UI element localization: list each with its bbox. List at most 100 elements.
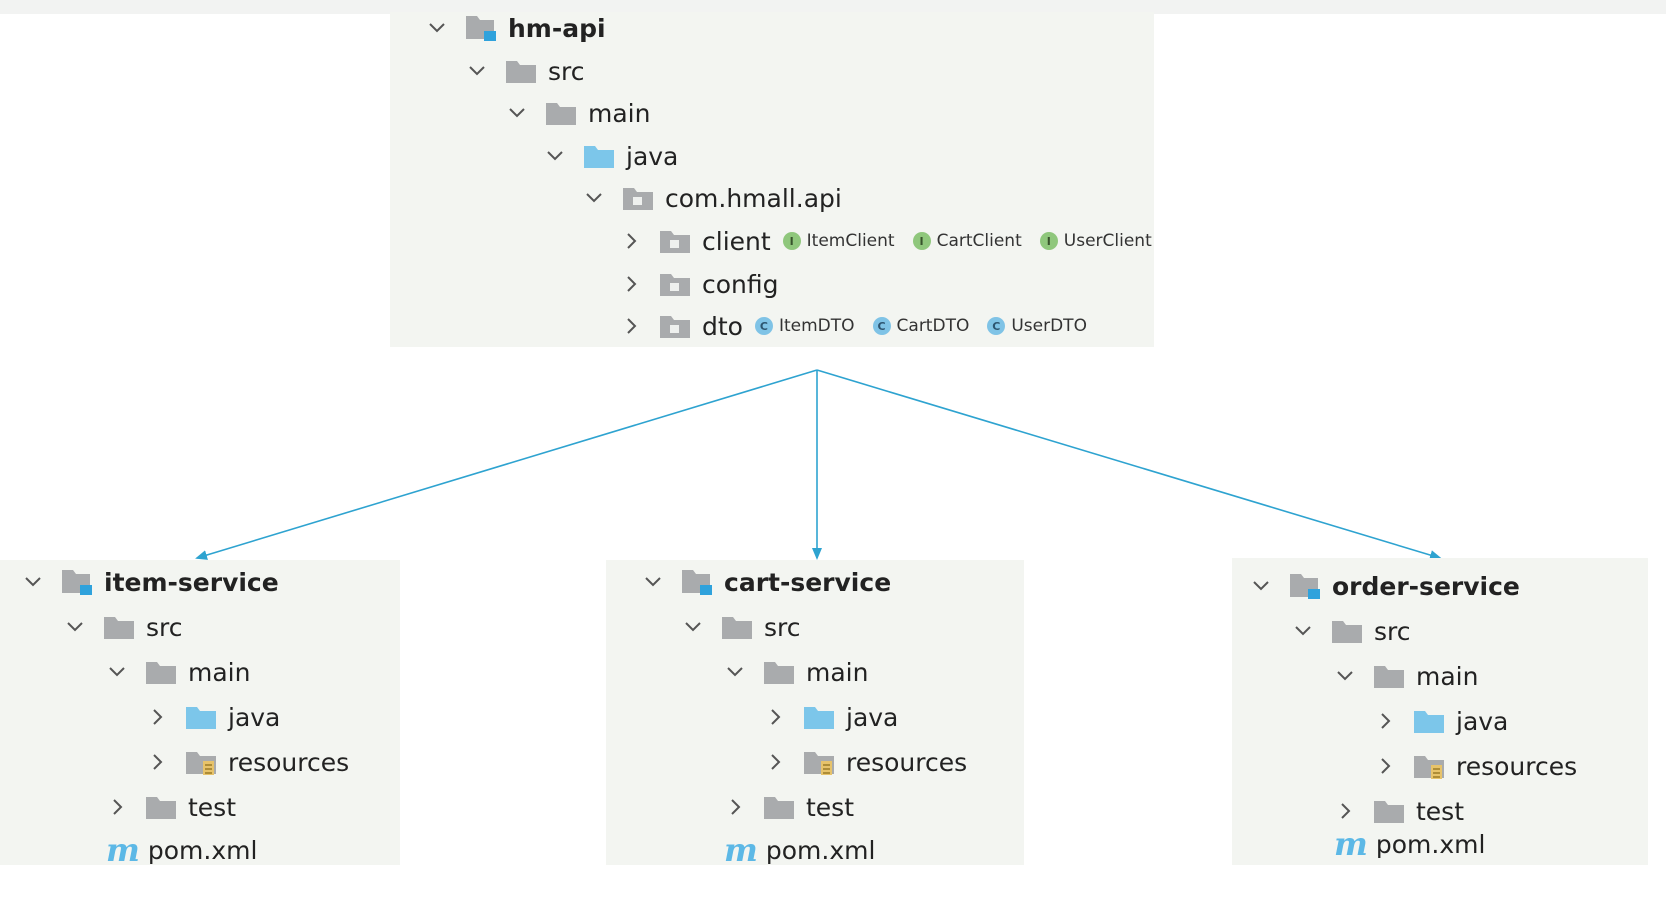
folder-icon [1330,617,1364,645]
chevron-right-icon[interactable] [764,706,786,728]
folder-label: test [188,792,237,822]
tree-row-config[interactable]: config [620,264,779,304]
chevron-down-icon[interactable] [682,616,704,638]
tree-row-resources[interactable]: resources [764,742,967,782]
order-service-panel: order-service src main java resources te… [1232,558,1648,865]
folder-label: test [806,792,855,822]
package-label: dto [702,311,743,341]
arrow-to-item-service [195,369,818,560]
folder-label: java [626,141,679,171]
tree-row-java[interactable]: java [544,136,678,176]
folder-label: main [188,657,251,687]
chevron-down-icon[interactable] [724,661,746,683]
package-label: client [702,226,771,256]
chevron-down-icon[interactable] [642,571,664,593]
file-label: pom.xml [1375,829,1486,859]
tree-row-main[interactable]: main [1334,656,1478,696]
folder-label: src [1374,616,1411,646]
file-label: pom.xml [765,835,876,865]
folder-icon [1372,662,1406,690]
chevron-right-icon[interactable] [764,751,786,773]
folder-label: test [1416,796,1465,826]
folder-label: java [1456,706,1509,736]
item-service-panel: item-service src main java resources tes… [0,560,400,866]
module-name: item-service [104,567,279,597]
tree-row-src[interactable]: src [682,607,801,647]
module-name: hm-api [508,13,606,43]
chevron-right-icon[interactable] [1334,800,1356,822]
folder-label: src [764,612,801,642]
tree-row-java[interactable]: java [146,697,280,737]
folder-label: java [228,702,281,732]
source-folder-icon [184,703,218,731]
maven-icon: m [106,831,140,869]
chevron-down-icon[interactable] [106,661,128,683]
tree-row-test[interactable]: test [1334,791,1464,831]
tree-row-src[interactable]: src [466,51,585,91]
folder-label: main [588,98,651,128]
tree-row-package[interactable]: com.hmall.api [583,178,842,218]
tree-row-pom[interactable]: m pom.xml [106,830,257,870]
tree-row-java[interactable]: java [1374,701,1508,741]
folder-icon [762,793,796,821]
tree-row-hm-api[interactable]: hm-api [426,8,606,48]
package-label: com.hmall.api [665,183,842,213]
class-icon: C [754,317,773,335]
tree-row-src[interactable]: src [1292,611,1411,651]
chevron-down-icon[interactable] [1334,665,1356,687]
chevron-right-icon[interactable] [1374,755,1396,777]
chevron-right-icon[interactable] [106,796,128,818]
tree-row-cart-service[interactable]: cart-service [642,562,891,602]
resources-folder-icon [184,748,218,776]
cart-service-panel: cart-service src main java resources tes… [606,560,1024,866]
arrow-to-order-service [816,369,1442,560]
tree-row-order-service[interactable]: order-service [1250,566,1520,606]
interface-icon: I [1039,232,1058,250]
tree-row-resources[interactable]: resources [1374,746,1577,786]
tree-row-java[interactable]: java [764,697,898,737]
tree-row-main[interactable]: main [506,93,650,133]
folder-icon [144,793,178,821]
folder-label: src [548,56,585,86]
folder-label: main [1416,661,1479,691]
tree-row-main[interactable]: main [106,652,250,692]
chevron-down-icon[interactable] [64,616,86,638]
interface-icon: I [782,232,801,250]
chevron-right-icon[interactable] [146,706,168,728]
chevron-down-icon[interactable] [1250,575,1272,597]
tree-row-pom[interactable]: m pom.xml [724,830,875,870]
source-folder-icon [1412,707,1446,735]
chevron-down-icon[interactable] [22,571,44,593]
chevron-down-icon[interactable] [1292,620,1314,642]
maven-icon: m [1334,825,1368,863]
folder-icon [1372,797,1406,825]
tree-row-src[interactable]: src [64,607,183,647]
tree-row-pom[interactable]: m pom.xml [1334,824,1485,864]
tree-row-resources[interactable]: resources [146,742,349,782]
resources-folder-icon [1412,752,1446,780]
tree-row-test[interactable]: test [724,787,854,827]
module-folder-icon [680,568,714,596]
tree-row-test[interactable]: test [106,787,236,827]
folder-label: java [846,702,899,732]
folder-icon [144,658,178,686]
class-icon: C [872,317,891,335]
folder-label: main [806,657,869,687]
tree-row-item-service[interactable]: item-service [22,562,279,602]
tree-row-main[interactable]: main [724,652,868,692]
class-icon: C [987,317,1006,335]
folder-label: src [146,612,183,642]
chevron-right-icon[interactable] [724,796,746,818]
chevron-right-icon[interactable] [146,751,168,773]
package-label: config [702,269,779,299]
chevron-right-icon[interactable] [1374,710,1396,732]
